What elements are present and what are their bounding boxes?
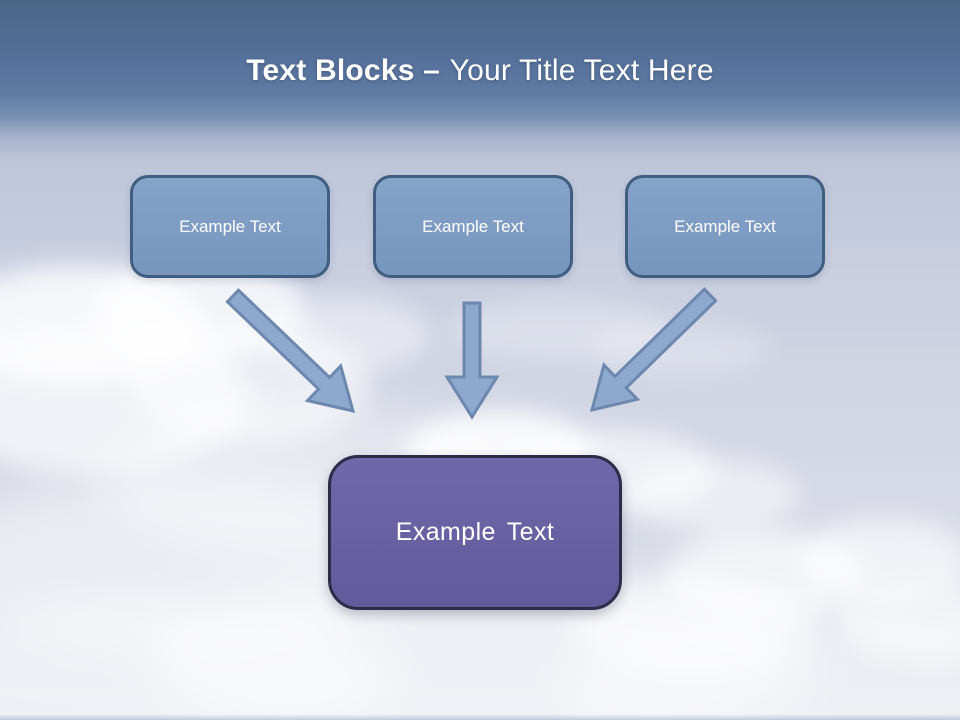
text-block-3-label: Example Text — [674, 216, 776, 236]
result-block: Example Text — [328, 455, 622, 610]
slide-title: Text Blocks –Your Title Text Here — [0, 54, 960, 88]
haze-clouds — [0, 400, 960, 720]
text-block-1-label: Example Text — [179, 216, 281, 236]
text-block-1: Example Text — [130, 175, 330, 278]
text-block-2: Example Text — [373, 175, 573, 278]
arrow-down-icon — [444, 301, 500, 420]
text-block-3: Example Text — [625, 175, 825, 278]
result-block-label: Example Text — [395, 518, 555, 546]
arrow-down-right-icon — [225, 288, 356, 414]
slide-title-bold: Text Blocks – — [246, 54, 441, 87]
bottom-edge-strip — [0, 714, 960, 720]
slide-title-regular: Your Title Text Here — [449, 54, 714, 87]
arrow-down-left-icon — [589, 287, 718, 413]
text-block-2-label: Example Text — [422, 216, 524, 236]
